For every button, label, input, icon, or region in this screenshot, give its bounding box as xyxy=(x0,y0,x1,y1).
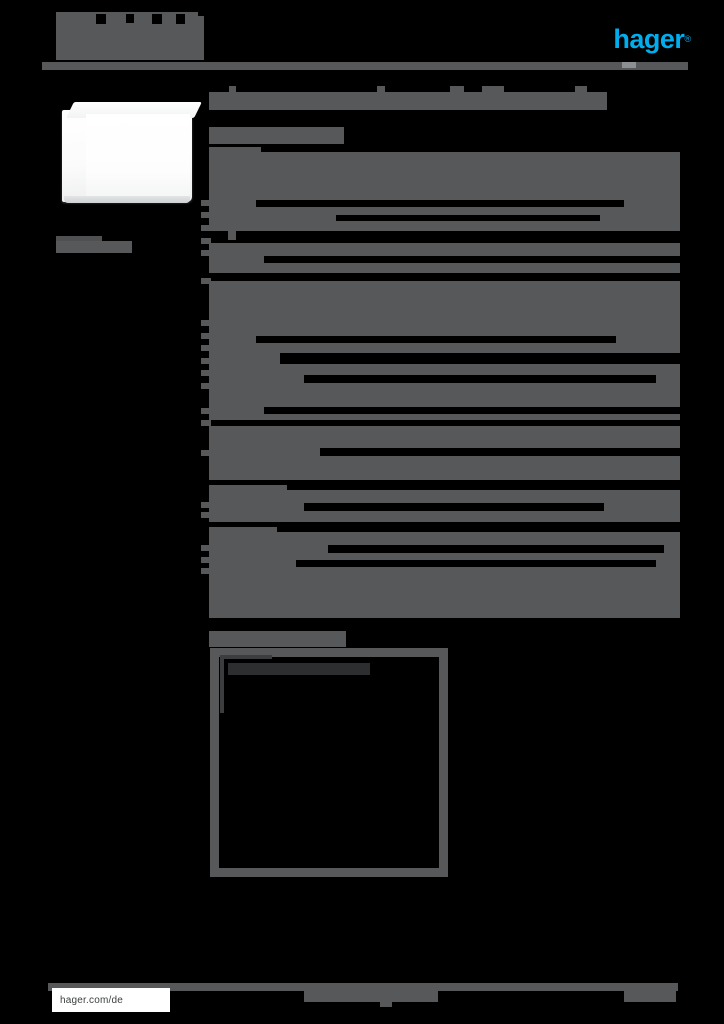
spec-row-marker xyxy=(201,420,211,426)
heading-ascender xyxy=(450,86,464,94)
spec-label-ascender xyxy=(209,147,261,153)
spec-label-ascender xyxy=(209,485,287,492)
brand-name: hager xyxy=(613,23,685,54)
spec-row-marker xyxy=(201,345,211,351)
spec-row-gap xyxy=(328,545,664,553)
spec-row-marker xyxy=(201,320,211,326)
spec-row-marker xyxy=(201,408,211,414)
spec-row-marker xyxy=(201,250,211,256)
spec-row-marker xyxy=(201,212,211,218)
footer-center-redacted xyxy=(304,990,434,1002)
spec-row-gap xyxy=(256,336,616,343)
spec-row-gap xyxy=(280,353,680,364)
diagram-caption-redacted xyxy=(209,631,346,647)
spec-row-gap xyxy=(264,256,680,263)
footer-url[interactable]: hager.com/de xyxy=(52,988,170,1012)
footer-center-descender xyxy=(380,1000,392,1007)
spec-row-marker xyxy=(201,278,211,284)
title-glyph-gap xyxy=(176,14,185,24)
spec-row-marker xyxy=(201,238,211,244)
spec-row-gap xyxy=(304,503,604,511)
spec-row-marker xyxy=(201,557,211,563)
spec-row-marker xyxy=(201,545,211,551)
hager-logo: hager® xyxy=(610,23,694,54)
product-image xyxy=(56,92,202,217)
title-glyph-gap xyxy=(126,14,134,23)
spec-row-gap xyxy=(209,420,680,426)
sub-heading-redacted xyxy=(209,127,344,144)
heading-ascender xyxy=(575,86,587,94)
header-divider xyxy=(42,62,688,70)
spec-row-gap xyxy=(304,375,656,383)
duct-base-shadow xyxy=(64,196,190,203)
spec-row-marker xyxy=(201,358,211,364)
spec-label-ascender xyxy=(209,527,277,534)
spec-row-gap xyxy=(296,560,656,567)
heading-ascender xyxy=(377,86,385,94)
spec-row-marker xyxy=(201,450,211,456)
product-caption-ascenders xyxy=(56,236,102,242)
page-header: hager® xyxy=(0,0,724,80)
spec-row-gap xyxy=(336,215,600,221)
spec-row-marker xyxy=(201,370,211,376)
technical-drawing-box xyxy=(210,648,448,877)
header-divider-highlight xyxy=(622,62,636,68)
drawing-annotation-redacted xyxy=(228,663,370,675)
duct-front-face xyxy=(86,114,190,198)
title-glyph-gap xyxy=(152,14,162,24)
spec-row-marker xyxy=(201,512,211,518)
heading-ascender xyxy=(482,86,504,94)
spec-row-marker xyxy=(201,333,211,339)
spec-row-gap xyxy=(209,231,680,243)
spec-row-marker xyxy=(201,225,211,231)
document-subtitle-redacted xyxy=(56,46,182,60)
spec-bullet xyxy=(228,231,236,240)
footer-url-label: hager.com/de xyxy=(60,994,123,1006)
trademark-symbol: ® xyxy=(684,33,691,44)
spec-row-marker xyxy=(201,383,211,389)
spec-row-gap xyxy=(264,407,680,414)
main-heading-redacted xyxy=(209,92,607,110)
spec-row-gap xyxy=(256,200,624,207)
spec-row-marker xyxy=(201,502,211,508)
spec-row-marker xyxy=(201,568,211,574)
spec-row-marker xyxy=(201,200,211,206)
drawing-dimension-line-horizontal xyxy=(220,655,272,659)
title-glyph-gap xyxy=(96,14,106,24)
spec-row-gap xyxy=(320,448,680,456)
spec-row-gap xyxy=(209,273,680,281)
heading-ascender xyxy=(229,86,236,94)
product-caption-redacted xyxy=(56,241,132,253)
footer-right-redacted-top xyxy=(600,984,676,990)
drawing-dimension-line-vertical xyxy=(220,655,224,713)
footer-center-redacted-top xyxy=(342,986,396,993)
duct-top-edge xyxy=(86,114,190,117)
footer-right-redacted xyxy=(624,988,676,1002)
